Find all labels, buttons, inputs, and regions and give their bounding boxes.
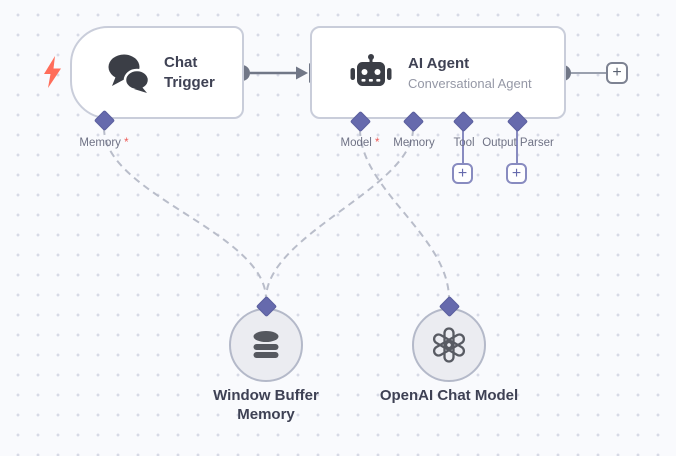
ai-agent-subtitle: Conversational Agent bbox=[408, 75, 532, 91]
agent-output-parser-port-label: Output Parser bbox=[482, 137, 554, 149]
openai-icon bbox=[432, 327, 466, 363]
connection-agent-memory bbox=[265, 128, 414, 300]
add-tool-button[interactable]: + bbox=[452, 163, 473, 184]
robot-icon bbox=[350, 53, 392, 86]
openai-chat-model-caption: OpenAI Chat Model bbox=[379, 387, 519, 404]
agent-model-port-label: Model * bbox=[340, 137, 380, 149]
chat-trigger-memory-port-label: Memory * bbox=[79, 137, 129, 149]
window-buffer-memory-node[interactable] bbox=[229, 308, 303, 382]
openai-chat-model-node[interactable] bbox=[412, 308, 486, 382]
database-icon bbox=[253, 331, 279, 358]
window-buffer-memory-caption: Window Buffer Memory bbox=[213, 387, 319, 423]
add-output-parser-button[interactable]: + bbox=[506, 163, 527, 184]
chat-trigger-title: Chat Trigger bbox=[164, 54, 215, 91]
chat-bubbles-icon bbox=[108, 54, 150, 93]
agent-tool-port-label: Tool bbox=[453, 137, 475, 149]
ai-agent-title: AI Agent bbox=[408, 55, 470, 73]
required-asterisk: * bbox=[371, 137, 380, 149]
agent-memory-port-label: Memory bbox=[393, 137, 435, 149]
ai-agent-node[interactable]: AI Agent Conversational Agent bbox=[310, 26, 566, 119]
lightning-trigger-icon bbox=[44, 56, 61, 88]
add-node-button[interactable]: + bbox=[606, 62, 628, 84]
connection-agent-model bbox=[359, 128, 450, 300]
connection-chattrigger-memory bbox=[103, 127, 267, 300]
required-asterisk: * bbox=[120, 137, 129, 149]
chat-trigger-node[interactable]: Chat Trigger bbox=[70, 26, 244, 119]
connection-arrowhead-icon bbox=[296, 66, 308, 80]
